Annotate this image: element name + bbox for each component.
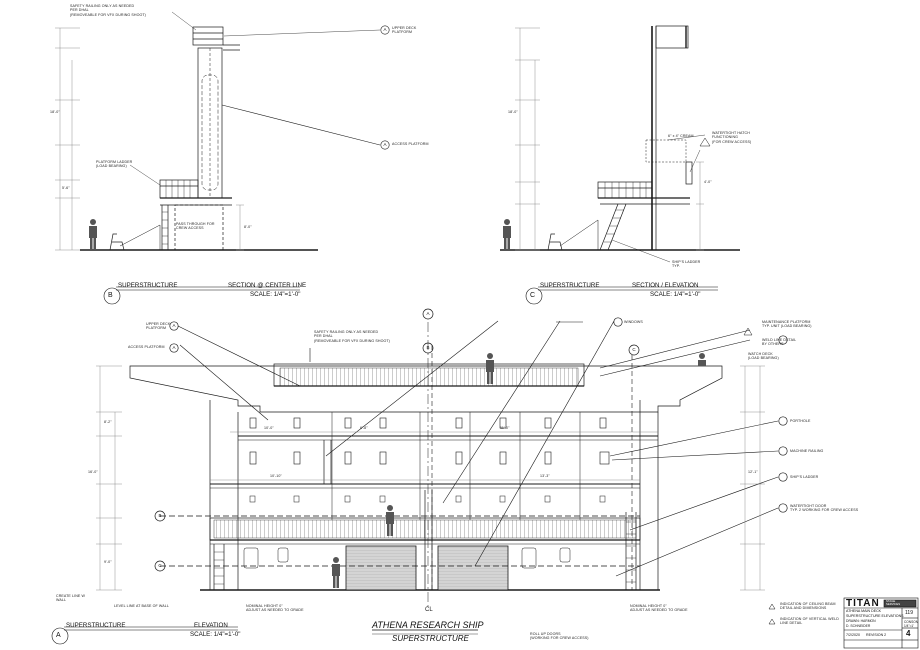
note-machine-railing-a: MACHINE RAILING [790,449,824,453]
note-maintenance-platform-a: MAINTENANCE PLATFORM TYP. UNIT (LOAD BEA… [762,320,812,329]
note-roll-up-doors: ROLL UP DOORS (WORKING FOR CREW ACCESS) [530,632,589,641]
note-safety-railing-b: SAFETY RAILING ONLY AS NEEDED PER DHAL (… [70,4,146,17]
view-a-id: A [56,632,61,639]
note-upper-deck-a: UPPER DECK PLATFORM [146,322,171,331]
tb-job-no: 119 [905,610,913,616]
human-figure-c [503,219,511,250]
tb-checked-by: D. SCHNEIDER [846,624,871,628]
note-safety-railing-a: SAFETY RAILING ONLY AS NEEDED PER DHAL (… [314,330,390,343]
view-c-section [500,25,740,263]
legend-item-2: INDICATION OF VERTICAL WELD LINE DETAIL [780,617,839,626]
dim-b-2: 5'-6" [62,186,70,190]
view-c-view: SECTION / ELEVATION [632,282,699,289]
bubble-a-access: A [172,345,176,350]
dim-b-1: 18'-0" [50,110,60,114]
view-title-bars [51,286,718,645]
note-watertight-hatch-c: WATERTIGHT HATCH FUNCTIONING (FOR CREW A… [712,131,752,144]
note-nominal-height-2: NOMINAL HEIGHT 0" ADJUST AS NEEDED TO GR… [630,604,688,613]
tb-tag: STAGE SERVICES [886,599,901,606]
bubble-a-c: C [632,347,636,352]
bubble-a-b2: B [158,513,162,518]
dim-a-9: 13'-3" [540,474,550,478]
view-a-elevation [96,308,788,610]
legend-item-1: INDICATION OF CEILING BEAM DETAIL AND DI… [780,602,836,611]
view-b-view: SECTION @ CENTER LINE [228,282,307,289]
bubble-b2: A [383,142,387,147]
note-door-c: 6" x 4" CREAM [668,134,694,138]
note-upper-deck-b: UPPER DECK PLATFORM [392,26,417,35]
note-watertight-door-a: WATERTIGHT DOOR TYP. 2 WORKING FOR CREW … [790,504,859,513]
view-a-view: ELEVATION [194,622,228,629]
human-figure-a [332,353,706,588]
title-block-frame [843,597,919,649]
dim-a-7: 11'-0" [500,426,510,430]
dim-a-1: 16'-0" [88,470,98,474]
view-b-name: SUPERSTRUCTURE [118,282,178,289]
note-access-platform-b: ACCESS PLATFORM [392,142,429,146]
note-create-line-a: CREATE LINE W WALL [56,594,85,603]
view-c-id: C [530,292,536,299]
note-weld-line-a: WELD LINE DETAIL BY OTHERS [762,338,797,347]
tb-sheet-scale: 1/4"=1' [904,624,914,628]
note-porthole-a: PORTHOLE [790,419,811,423]
bubble-a-upper: A [172,323,176,328]
bubble-b1: A [383,27,387,32]
bubble-a-top: A [426,311,430,316]
tb-company: TITAN [846,598,880,609]
view-a-scale: SCALE: 1/4"=1'-0" [190,631,241,638]
note-windows-a: WINDOWS [624,320,643,324]
dim-a-2: 8'-2" [104,420,112,424]
view-b-section [55,11,390,251]
dim-a-3: 9'-0" [104,560,112,564]
project-subtitle: SUPERSTRUCTURE [392,634,469,643]
chair-c [547,233,563,251]
tb-drawn-by: DRAWN: HARMON [846,619,876,623]
chair-b [109,233,125,251]
dim-a-8: 10'-10" [270,474,282,478]
note-access-platform-a: ACCESS PLATFORM [128,345,165,349]
note-watch-deck-a: WATCH DECK (LOAD BEARING) [748,352,779,361]
tb-drawing-sub: SUPERSTRUCTURE ELEVATIONS [846,614,904,618]
legend-symbols [768,603,776,625]
dim-c-1: 18'-0" [508,110,518,114]
note-platform-ladder-b: PLATFORM LADDER (LOAD BEARING) [96,160,133,169]
note-level-line-a: LEVEL LINE AT BASE OF WALL [114,604,169,608]
view-c-scale: SCALE: 1/4"=1'-0" [650,291,701,298]
dim-a-6: 6'-8" [360,426,368,430]
dim-b-3: 8'-0" [244,225,252,229]
dim-c-2: 4'-0" [704,180,712,184]
note-nominal-height-1: NOMINAL HEIGHT 0" ADJUST AS NEEDED TO GR… [246,604,304,613]
bubble-a-b: B [426,345,430,350]
note-ships-ladder-c: SHIP'S LADDER TYP. [672,260,701,269]
tb-sheet-no: 4 [906,629,911,638]
view-c-name: SUPERSTRUCTURE [540,282,600,289]
tb-revision: REVISION 2 [866,633,887,637]
dim-a-4: 12'-1" [748,470,758,474]
note-pass-through-b: PASS THROUGH FOR CREW ACCESS [176,222,215,231]
dim-a-5: 10'-0" [264,426,274,430]
bubble-a-c2: C [158,563,162,568]
view-b-id: B [108,292,113,299]
centerline-mark: CL [425,607,433,613]
view-b-scale: SCALE: 1/4"=1'-0" [250,291,301,298]
project-title: ATHENA RESEARCH SHIP [372,620,484,630]
note-ships-ladder-a: SHIP'S LADDER [790,475,819,479]
tb-job-code: CONSON [904,620,918,624]
tb-date: 7/2/2020 [846,633,860,637]
view-a-name: SUPERSTRUCTURE [66,622,126,629]
tb-drawing-title: ATHENA MAIN DECK [846,609,882,613]
human-figure-b [89,219,97,250]
